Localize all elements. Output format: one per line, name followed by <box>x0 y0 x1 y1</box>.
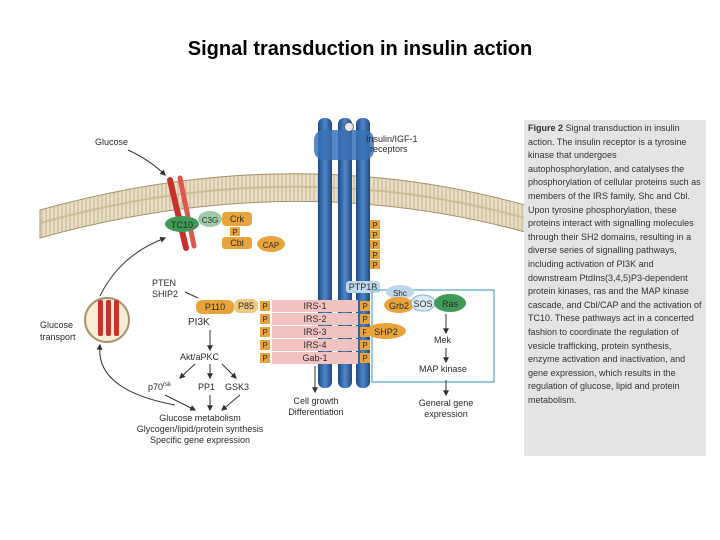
svg-text:Mek: Mek <box>434 335 452 345</box>
svg-text:Glucose: Glucose <box>40 320 73 330</box>
svg-text:Cell growth: Cell growth <box>293 396 338 406</box>
glucose-transporter-membrane <box>167 175 197 251</box>
svg-text:P: P <box>362 341 367 350</box>
svg-text:TC10: TC10 <box>171 220 193 230</box>
svg-text:P: P <box>362 354 367 363</box>
figure-caption: Figure 2 Signal transduction in insulin … <box>524 120 706 456</box>
svg-text:P: P <box>232 228 237 237</box>
svg-text:Ras: Ras <box>442 299 459 309</box>
irs-family: IRS-1 IRS-2 IRS-3 IRS-4 Gab-1 <box>272 300 358 364</box>
svg-text:PTP1B: PTP1B <box>349 282 378 292</box>
irs-row: IRS-1 <box>303 301 326 311</box>
svg-text:SHP2: SHP2 <box>374 327 398 337</box>
svg-text:P: P <box>362 302 367 311</box>
svg-text:Differentiation: Differentiation <box>288 407 343 417</box>
irs-right-phospho-sites: P P P P P <box>360 301 370 363</box>
svg-text:Cbl: Cbl <box>230 238 244 248</box>
svg-text:Specific gene expression: Specific gene expression <box>150 435 250 445</box>
svg-text:P: P <box>362 315 367 324</box>
irs-row: IRS-3 <box>303 327 326 337</box>
svg-text:GSK3: GSK3 <box>225 382 249 392</box>
svg-text:Glycogen/lipid/protein synthes: Glycogen/lipid/protein synthesis <box>137 424 264 434</box>
svg-text:P: P <box>372 231 377 240</box>
svg-text:P: P <box>262 315 267 324</box>
svg-text:P85: P85 <box>238 301 254 311</box>
irs-row: IRS-4 <box>303 340 326 350</box>
receptor-label: Insulin/IGF-1 <box>366 134 418 144</box>
svg-text:P: P <box>372 261 377 270</box>
irs-row: IRS-2 <box>303 314 326 324</box>
svg-text:P: P <box>262 354 267 363</box>
svg-text:transport: transport <box>40 332 76 342</box>
svg-text:PP1: PP1 <box>198 382 215 392</box>
svg-text:expression: expression <box>424 409 468 419</box>
svg-text:P: P <box>262 341 267 350</box>
svg-text:CAP: CAP <box>263 241 279 250</box>
svg-text:P: P <box>372 241 377 250</box>
glut4-vesicle <box>84 297 130 343</box>
ras-pathway: Shc Grb2 SOS Ras SHP2 <box>366 285 466 339</box>
svg-text:General gene: General gene <box>419 398 474 408</box>
figure-label: Figure 2 <box>528 123 564 133</box>
svg-text:p70rsk: p70rsk <box>148 382 172 392</box>
svg-text:SHIP2: SHIP2 <box>152 289 178 299</box>
svg-text:P: P <box>262 302 267 311</box>
pi3k-complex: P110 P85 <box>196 299 258 314</box>
svg-text:P110: P110 <box>205 302 225 312</box>
svg-text:P: P <box>372 251 377 260</box>
tc10-complex: TC10 C3G Crk P Cbl CAP <box>165 211 285 252</box>
glucose-label: Glucose <box>95 137 128 147</box>
svg-text:Shc: Shc <box>393 289 407 298</box>
receptor-phospho-sites: P P P P P <box>370 220 380 270</box>
svg-text:P: P <box>362 328 367 337</box>
svg-text:PTEN: PTEN <box>152 278 176 288</box>
svg-text:SOS: SOS <box>413 299 432 309</box>
svg-text:MAP kinase: MAP kinase <box>419 364 467 374</box>
irs-left-phospho-sites: P P P P P <box>260 301 270 363</box>
pi3k-label: PI3K <box>188 317 210 328</box>
svg-text:Grb2: Grb2 <box>389 301 409 311</box>
svg-text:Crk: Crk <box>230 214 244 224</box>
receptor-label-2: receptors <box>370 144 408 154</box>
svg-text:Akt/aPKC: Akt/aPKC <box>180 352 220 362</box>
svg-text:P: P <box>372 221 377 230</box>
page-title: Signal transduction in insulin action <box>187 38 533 60</box>
caption-text: Signal transduction in insulin action. T… <box>528 123 702 405</box>
svg-text:Glucose metabolism: Glucose metabolism <box>159 413 241 423</box>
svg-text:P: P <box>262 328 267 337</box>
irs-row: Gab-1 <box>302 353 327 363</box>
svg-text:C3G: C3G <box>202 216 218 225</box>
